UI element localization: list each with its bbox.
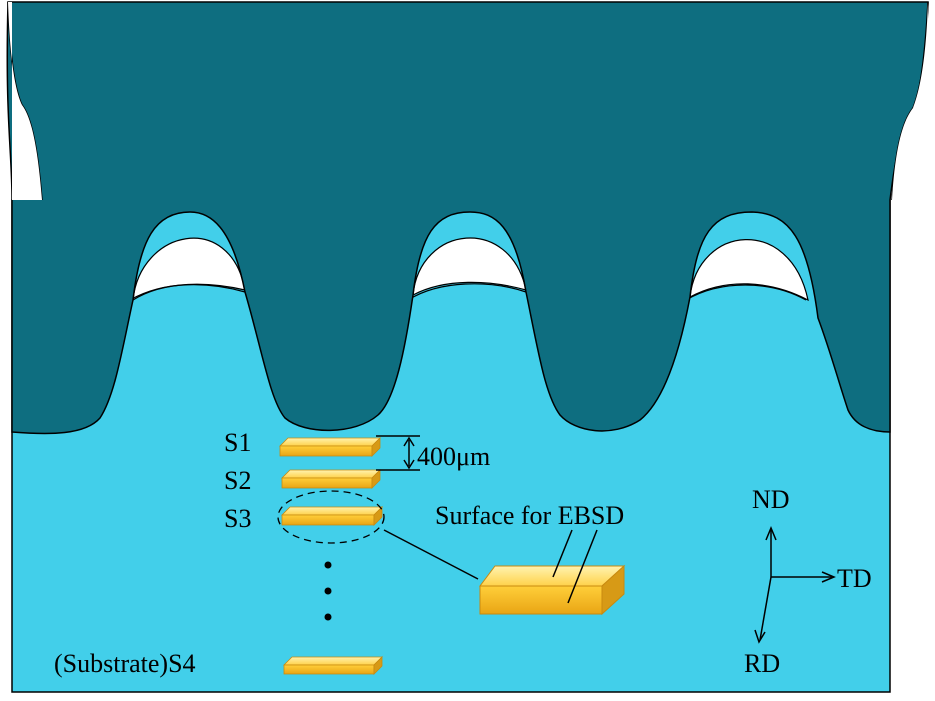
sample-slab-s1 [279,437,381,457]
sample-slab-s2 [281,469,381,489]
axis-label-td: TD [837,564,872,593]
deposit-fill-right [892,2,928,200]
ebsd-leader-lines [552,529,598,604]
axis-label-nd: ND [752,485,790,514]
s3-highlight-ellipse [277,490,385,544]
enlarged-sample [479,564,626,616]
sample-slab-s3 [281,506,383,526]
axis-triad [754,526,836,644]
deposited-layer [6,1,929,435]
spacing-dimension [376,435,420,471]
ebsd-callout-label: Surface for EBSD [435,501,624,530]
void-middle [412,237,527,297]
ellipsis-dots [324,561,332,621]
sample-label-s2: S2 [224,466,251,495]
sample-label-s1: S1 [224,428,251,457]
sample-slab-s4 [283,656,383,675]
callout-connector [383,529,479,580]
spacing-label: 400μm [417,442,490,471]
sample-label-s4: (Substrate)S4 [54,649,196,678]
deposit-fill-left [8,2,42,200]
axis-label-rd: RD [744,649,780,678]
sample-label-s3: S3 [224,504,251,533]
void-right [689,239,809,302]
